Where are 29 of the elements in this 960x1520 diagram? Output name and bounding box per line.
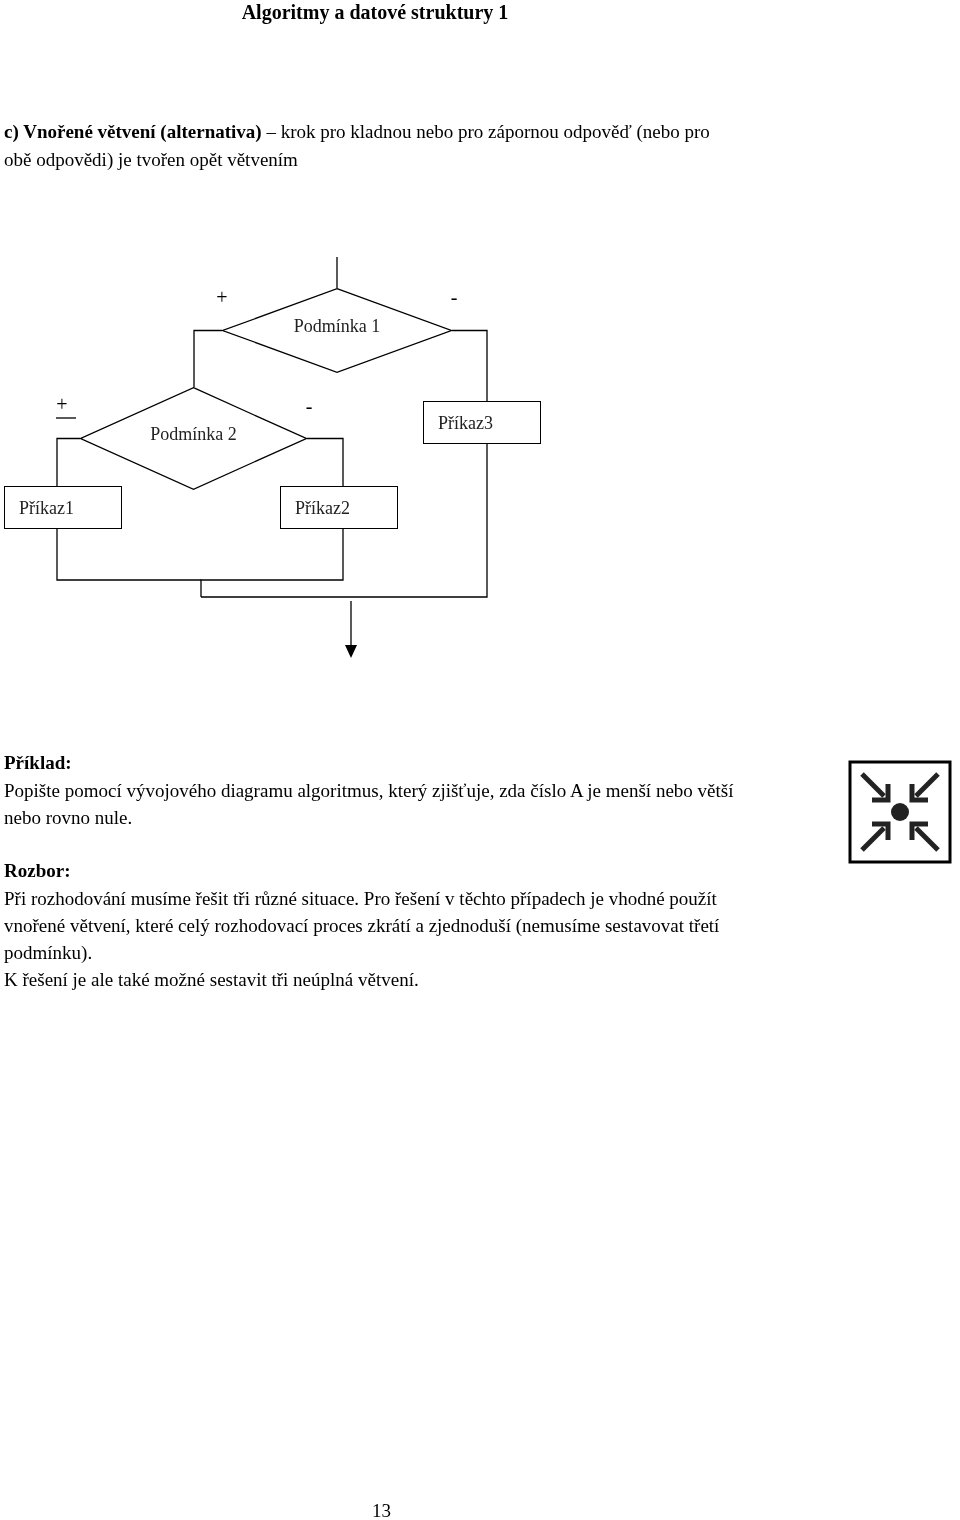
process-box: [280, 486, 398, 529]
process-box: [423, 401, 541, 444]
node-label: Podmínka 1: [293, 314, 381, 337]
connector-line: [306, 437, 344, 487]
connector-line: [451, 329, 488, 402]
analysis-text: Při rozhodování musíme řešit tři různé situace. Pro řešení v těchto případech je vhodné použít vnořené větvení, které celý rozhodovací proces zkrátí a zjednoduší (nemusíme sestavovat třetí podmínku).: [4, 887, 721, 965]
connector-line: [200, 528, 344, 598]
section-heading: Rozbor:: [4, 859, 71, 883]
connector-line: [56, 437, 81, 487]
edge-label: +: [216, 287, 228, 307]
analysis-text: K řešení je ale také možné sestavit tři neúplná větvení.: [4, 968, 420, 992]
node-label: Příkaz3: [438, 411, 493, 434]
connector-line: [200, 443, 488, 598]
page-title: Algoritmy a datové struktury 1: [240, 0, 510, 24]
edge-label: -: [450, 287, 458, 307]
connector-line: [56, 528, 202, 581]
page-number: 13: [372, 1499, 391, 1520]
node-label: Příkaz1: [19, 496, 74, 519]
process-box: [4, 486, 122, 529]
connector-line: [193, 329, 223, 388]
task-text: Popište pomocí vývojového diagramu algoritmus, který zjišťuje, zda číslo A je menší nebo větší nebo rovno nule.: [4, 779, 735, 830]
section-heading: Příklad:: [4, 751, 72, 775]
decision-diamond: [80, 387, 307, 490]
edge-label: -: [305, 396, 313, 416]
node-label: Příkaz2: [295, 496, 350, 519]
node-label: Podmínka 2: [150, 422, 237, 445]
edge-label: +: [56, 394, 68, 414]
intro-text: c) Vnořené větvení (alternativa) – krok pro kladnou nebo pro zápornou odpověď (nebo pro obě odpovědi) je tvořen opět větvením: [4, 120, 711, 172]
connector-line: [336, 256, 338, 289]
